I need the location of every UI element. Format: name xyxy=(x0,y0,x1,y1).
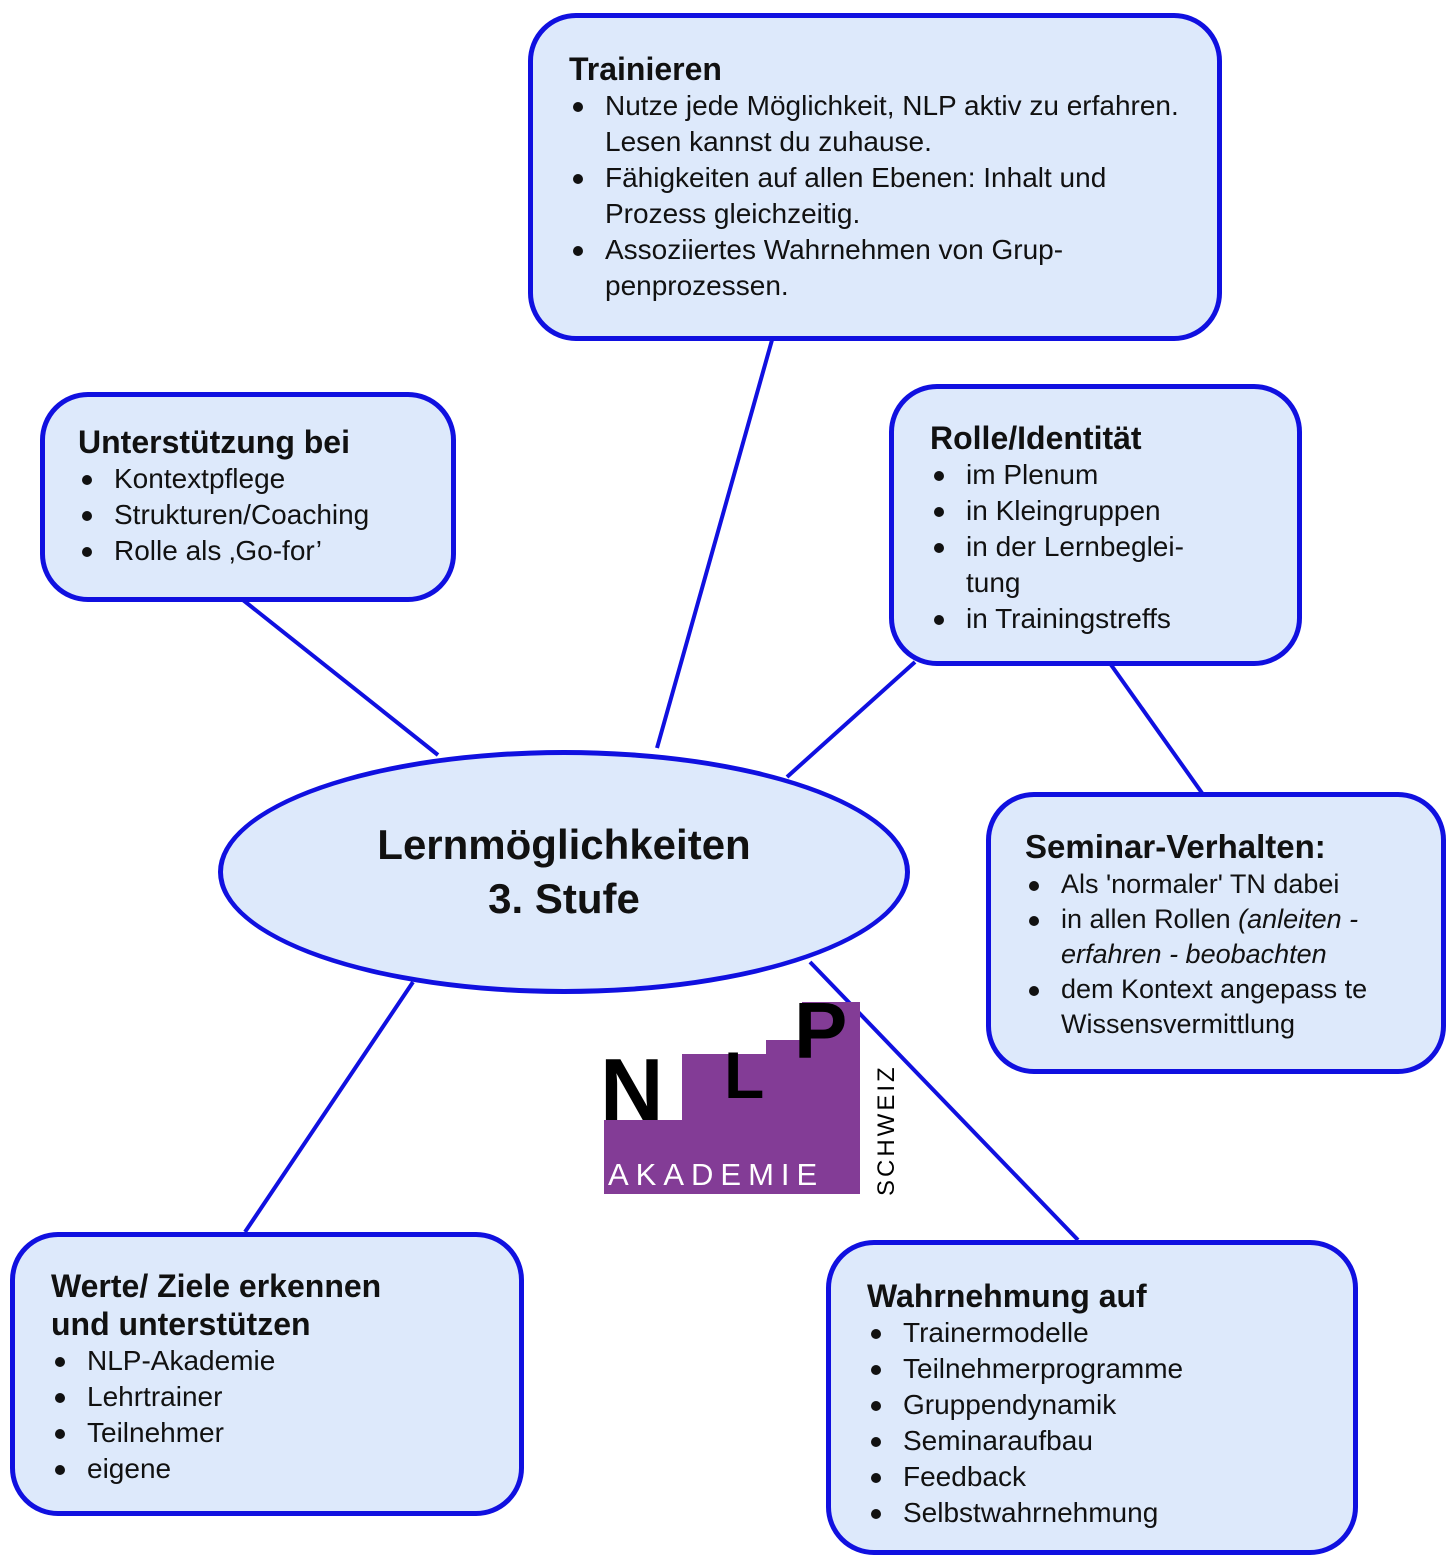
connector-werte xyxy=(243,980,415,1234)
seminar-item-italic: (anleiten - erfahren - beobachten xyxy=(1061,904,1359,969)
wahrnehmung-item: Trainermodelle xyxy=(867,1315,1333,1351)
rolle-item: in der Lernbeglei-tung xyxy=(930,529,1267,601)
wahrnehmung-item: Teilnehmerprogramme xyxy=(867,1351,1333,1387)
seminar-item-text: in allen Rollen xyxy=(1061,904,1239,934)
wahrnehmung-item: Seminaraufbau xyxy=(867,1423,1333,1459)
box-werte: Werte/ Ziele erkennen und unterstützen N… xyxy=(10,1232,524,1516)
connector-rolle-seminar xyxy=(1107,660,1204,795)
box-rolle: Rolle/Identität im Plenum in Kleingruppe… xyxy=(889,384,1302,666)
rolle-item: im Plenum xyxy=(930,457,1267,493)
unterstuetzung-item: Rolle als ‚Go-for’ xyxy=(78,533,435,569)
werte-item: Teilnehmer xyxy=(51,1415,499,1451)
rolle-title: Rolle/Identität xyxy=(930,420,1142,456)
nlp-akademie-logo: N L P AKADEMIE SCHWEIZ xyxy=(600,986,900,1196)
logo-akademie: AKADEMIE xyxy=(608,1157,824,1192)
central-topic-line2: 3. Stufe xyxy=(488,875,640,922)
unterstuetzung-title: Unterstützung bei xyxy=(78,424,350,460)
trainieren-item: Nutze jede Möglichkeit, NLP aktiv zu erf… xyxy=(569,88,1187,160)
seminar-title: Seminar-Verhalten: xyxy=(1025,828,1326,865)
logo-letter-n: N xyxy=(600,1040,664,1139)
werte-item: NLP-Akademie xyxy=(51,1343,499,1379)
rolle-item: in Kleingruppen xyxy=(930,493,1267,529)
logo-letter-p: P xyxy=(794,986,847,1075)
wahrnehmung-item: Selbstwahrnehmung xyxy=(867,1495,1333,1531)
werte-title: Werte/ Ziele erkennen und unterstützen xyxy=(51,1268,382,1342)
trainieren-item: Assoziiertes Wahrnehmen von Grup-penproz… xyxy=(569,232,1187,304)
connector-rolle xyxy=(785,660,917,779)
werte-item: eigene xyxy=(51,1451,499,1487)
central-topic: Lernmöglichkeiten 3. Stufe xyxy=(218,750,910,994)
box-unterstuetzung: Unterstützung bei Kontextpflege Struktur… xyxy=(40,392,456,602)
trainieren-item: Fähigkeiten auf allen Ebenen: Inhalt und… xyxy=(569,160,1187,232)
box-trainieren: Trainieren Nutze jede Möglichkeit, NLP a… xyxy=(528,13,1222,341)
werte-item: Lehrtrainer xyxy=(51,1379,499,1415)
box-seminar: Seminar-Verhalten: Als 'normaler' TN dab… xyxy=(986,792,1446,1074)
connector-trainieren xyxy=(655,339,774,749)
wahrnehmung-title: Wahrnehmung auf xyxy=(867,1278,1147,1314)
logo-schweiz: SCHWEIZ xyxy=(873,1064,900,1196)
logo-staircase xyxy=(604,1002,860,1194)
unterstuetzung-item: Strukturen/Coaching xyxy=(78,497,435,533)
logo-letter-l: L xyxy=(724,1038,764,1112)
wahrnehmung-item: Feedback xyxy=(867,1459,1333,1495)
box-wahrnehmung: Wahrnehmung auf Trainermodelle Teilnehme… xyxy=(826,1240,1358,1555)
unterstuetzung-item: Kontextpflege xyxy=(78,461,435,497)
rolle-item: in Trainingstreffs xyxy=(930,601,1267,637)
seminar-item: in allen Rollen (anleiten - erfahren - b… xyxy=(1025,902,1427,972)
central-topic-line1: Lernmöglichkeiten xyxy=(377,821,751,868)
seminar-item: dem Kontext angepass te Wissensvermittlu… xyxy=(1025,972,1427,1042)
trainieren-title: Trainieren xyxy=(569,51,722,87)
wahrnehmung-item: Gruppendynamik xyxy=(867,1387,1333,1423)
seminar-item: Als 'normaler' TN dabei xyxy=(1025,867,1427,902)
connector-unterstuetzung xyxy=(241,598,440,757)
